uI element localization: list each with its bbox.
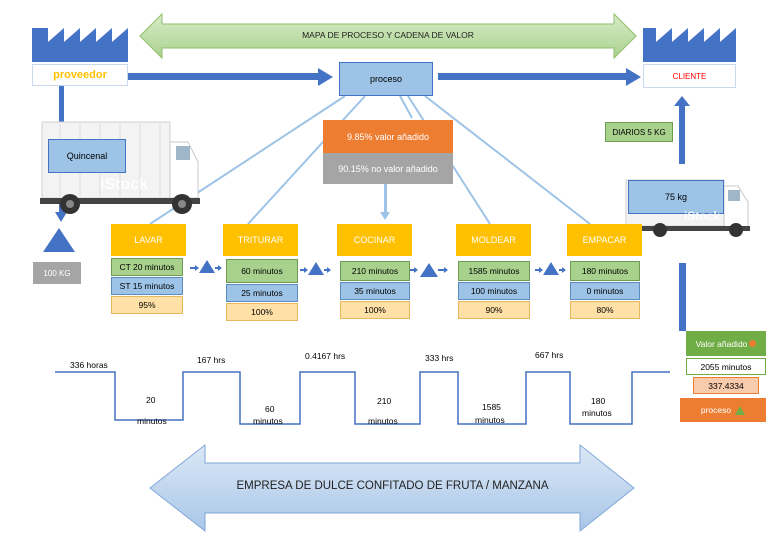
step-empacar-header: EMPACAR bbox=[567, 224, 642, 256]
process-to-customer-arrow bbox=[438, 68, 641, 86]
step-empacar-row2: 0 minutos bbox=[570, 282, 640, 300]
step-cocinar-row3: 100% bbox=[340, 301, 410, 319]
timeline-top-1: 336 horas bbox=[70, 360, 108, 370]
summary-process-box: proceso bbox=[680, 398, 766, 422]
bottom-banner-arrow bbox=[149, 443, 635, 533]
timeline-bottom-5-value: 180 bbox=[591, 396, 606, 406]
step-empacar-row1: 180 minutos bbox=[570, 261, 640, 281]
flow-arrow-3 bbox=[408, 263, 448, 277]
step-moldear-row3: 90% bbox=[458, 301, 530, 319]
right-truck-label: 75 kg bbox=[628, 180, 724, 214]
timeline-bottom-1-unit: minutos bbox=[137, 416, 167, 426]
timeline-top-5: 667 hrs bbox=[535, 350, 564, 360]
value-added-box: 9.85% valor añadido bbox=[323, 120, 453, 153]
supplier-to-process-arrow bbox=[128, 68, 333, 86]
flow-arrow-1 bbox=[190, 260, 222, 273]
bottom-banner-text: EMPRESA DE DULCE CONFITADO DE FRUTA / MA… bbox=[236, 480, 549, 492]
right-vertical-bar bbox=[679, 263, 686, 331]
non-value-added-box: 90.15% no valor añadido bbox=[323, 153, 453, 184]
summary-value-label: Valor añadido bbox=[695, 338, 748, 349]
timeline-top-4: 333 hrs bbox=[425, 353, 454, 363]
step-lavar-header: LAVAR bbox=[111, 224, 186, 256]
customer-up-arrow bbox=[674, 96, 690, 164]
timeline-line bbox=[55, 371, 670, 425]
customer-factory-icon bbox=[643, 28, 736, 62]
step-triturar-row3: 100% bbox=[226, 303, 298, 321]
summary-minutes-box: 2055 minutos bbox=[686, 358, 766, 375]
summary-number-box: 337.4334 bbox=[693, 377, 759, 394]
summary-value-box: Valor añadido bbox=[686, 331, 766, 356]
timeline-bottom-4-unit: minutos bbox=[475, 415, 505, 425]
step-cocinar-row1: 210 minutos bbox=[340, 261, 410, 281]
step-moldear-header: MOLDEAR bbox=[456, 224, 531, 256]
step-cocinar-header: COCINAR bbox=[337, 224, 412, 256]
timeline-top-3: 0.4167 hrs bbox=[305, 351, 346, 361]
step-triturar-row1: 60 minutos bbox=[226, 259, 298, 283]
right-truck-watermark: iStock bbox=[684, 209, 721, 223]
left-truck-label: Quincenal bbox=[48, 139, 126, 173]
process-to-cocinar-arrow bbox=[380, 184, 390, 220]
step-lavar-row1: CT 20 minutos bbox=[111, 258, 183, 276]
summary-process-label: proceso bbox=[700, 405, 732, 415]
step-empacar-row3: 80% bbox=[570, 301, 640, 319]
timeline-bottom-5-unit: minutos bbox=[582, 408, 612, 418]
title-banner-arrow bbox=[139, 12, 637, 60]
supplier-factory-icon bbox=[32, 28, 128, 62]
timeline-bottom-2-value: 60 bbox=[265, 404, 275, 414]
step-triturar-row2: 25 minutos bbox=[226, 284, 298, 302]
customer-label: CLIENTE bbox=[643, 64, 736, 88]
inventory-left-box: 100 KG bbox=[33, 262, 81, 284]
timeline-bottom-3-unit: minutos bbox=[368, 416, 398, 426]
flow-arrow-4 bbox=[535, 262, 566, 275]
title-banner-text: MAPA DE PROCESO Y CADENA DE VALOR bbox=[302, 30, 474, 40]
step-moldear-row1: 1585 minutos bbox=[458, 261, 530, 281]
summary-process-up-icon bbox=[735, 405, 746, 415]
step-lavar-row2: ST 15 minutos bbox=[111, 277, 183, 295]
timeline-top-2: 167 hrs bbox=[197, 355, 226, 365]
summary-value-dot-icon bbox=[749, 340, 757, 347]
step-moldear-row2: 100 minutos bbox=[458, 282, 530, 300]
step-cocinar-row2: 35 minutos bbox=[340, 282, 410, 300]
supplier-label: proveedor bbox=[32, 64, 128, 86]
timeline-bottom-1-value: 20 bbox=[146, 395, 156, 405]
process-center-box[interactable]: proceso bbox=[339, 62, 433, 96]
step-lavar-row3: 95% bbox=[111, 296, 183, 314]
flow-arrows bbox=[190, 260, 566, 277]
diarios-box: DIARIOS 5 KG bbox=[605, 122, 673, 142]
left-truck-watermark: iStock bbox=[100, 176, 149, 193]
timeline-bottom-3-value: 210 bbox=[377, 396, 392, 406]
step-triturar-header: TRITURAR bbox=[223, 224, 298, 256]
timeline-bottom-2-unit: minutos bbox=[253, 416, 283, 426]
timeline-bottom-4-value: 1585 bbox=[482, 402, 501, 412]
inventory-triangle-icon bbox=[43, 228, 75, 252]
flow-arrow-2 bbox=[300, 262, 331, 275]
